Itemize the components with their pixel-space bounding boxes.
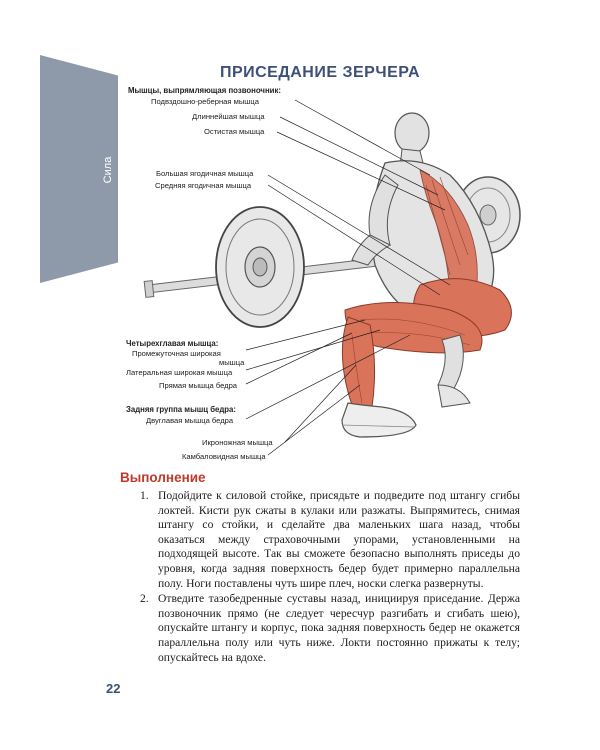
step-item: 2. Отведите тазобедренные суставы назад,…: [140, 592, 520, 665]
label-vastus-intermedius-2: мышца: [219, 358, 245, 367]
label-longissimus: Длиннейшая мышца: [192, 112, 265, 121]
step-number: 1.: [140, 489, 149, 502]
label-gluteus-medius: Средняя ягодичная мышца: [155, 181, 252, 190]
label-gluteus-maximus: Большая ягодичная мышца: [156, 169, 254, 178]
page-number: 22: [106, 681, 121, 696]
athlete-figure: [341, 112, 512, 438]
label-soleus: Камбаловидная мышца: [182, 452, 266, 461]
step-item: 1. Подойдите к силовой стойке, присядьте…: [140, 489, 520, 591]
label-quad-group: Четырехглавая мышца:: [126, 339, 219, 348]
label-peroneus: Икроножная мышца: [202, 438, 273, 447]
steps-list: 1. Подойдите к силовой стойке, присядьте…: [140, 489, 520, 666]
label-iliocostalis: Подвздошно-реберная мышца: [151, 97, 259, 106]
step-number: 2.: [140, 592, 149, 606]
front-weight-plate: [215, 206, 305, 328]
chapter-tab: [40, 55, 118, 283]
label-biceps-femoris: Двуглавая мышца бедра: [146, 416, 234, 425]
step-text: Отведите тазобедренные суставы назад, ин…: [158, 592, 520, 664]
label-spinalis: Остистая мышца: [204, 127, 265, 136]
section-heading: Выполнение: [120, 470, 206, 485]
label-vastus-intermedius-1: Промежуточная широкая: [132, 349, 221, 358]
step-text: Подойдите к силовой стойке, присядьте и …: [158, 489, 520, 590]
label-spine-group: Мышцы, выпрямляющая позвоночник:: [128, 86, 281, 95]
label-vastus-lateralis: Латеральная широкая мышца: [126, 368, 233, 377]
leader-lines: [245, 99, 451, 456]
zercher-squat-illustration: [143, 99, 521, 456]
page-title: ПРИСЕДАНИЕ ЗЕРЧЕРА: [219, 64, 421, 81]
label-hamstrings-group: Задняя группа мышц бедра:: [126, 405, 236, 414]
label-rectus-femoris: Прямая мышца бедра: [159, 381, 238, 390]
